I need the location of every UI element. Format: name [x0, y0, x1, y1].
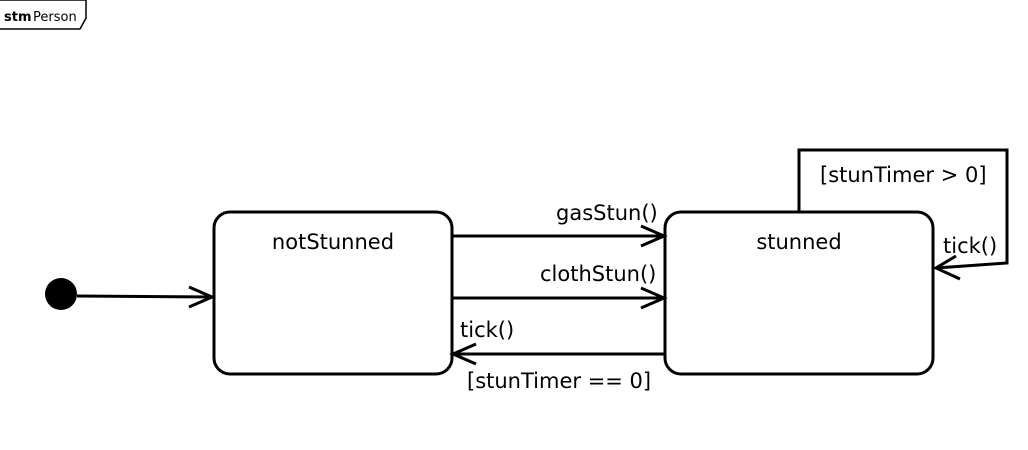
transition-recover[interactable]: tick() [stunTimer == 0]	[449, 318, 665, 393]
transition-self-tick-trigger: tick()	[943, 234, 997, 258]
initial-transition[interactable]	[76, 285, 216, 309]
state-stunned-name: stunned	[756, 230, 841, 254]
initial-pseudostate[interactable]	[45, 278, 77, 310]
transition-cloth-stun-arrowhead	[640, 286, 668, 310]
state-not-stunned-box	[212, 210, 454, 376]
transition-gas-stun-arrowhead	[640, 224, 668, 248]
transition-cloth-stun[interactable]: clothStun()	[452, 262, 668, 310]
initial-transition-line	[76, 294, 213, 299]
state-not-stunned[interactable]: notStunned	[212, 210, 454, 376]
initial-transition-arrowhead	[188, 285, 216, 309]
transition-self-tick-line	[797, 148, 1009, 270]
state-stunned[interactable]: stunned	[663, 210, 935, 376]
transition-self-tick-arrowhead	[932, 254, 961, 281]
transition-recover-guard: [stunTimer == 0]	[467, 369, 651, 393]
transition-gas-stun-label: gasStun()	[556, 201, 658, 225]
transition-recover-trigger: tick()	[460, 318, 514, 342]
transition-self-tick-guard: [stunTimer > 0]	[820, 163, 987, 187]
transition-gas-stun[interactable]: gasStun()	[452, 201, 668, 248]
transition-self-tick[interactable]: [stunTimer > 0] tick()	[797, 148, 1009, 281]
frame-tab-outline	[0, 0, 87, 30]
transition-recover-arrowhead	[449, 342, 477, 366]
state-not-stunned-name: notStunned	[272, 230, 394, 254]
frame-name: Person	[33, 10, 77, 25]
transition-cloth-stun-label: clothStun()	[540, 262, 656, 286]
frame-keyword: stm	[4, 10, 32, 25]
frame-header: stm Person	[0, 0, 87, 30]
